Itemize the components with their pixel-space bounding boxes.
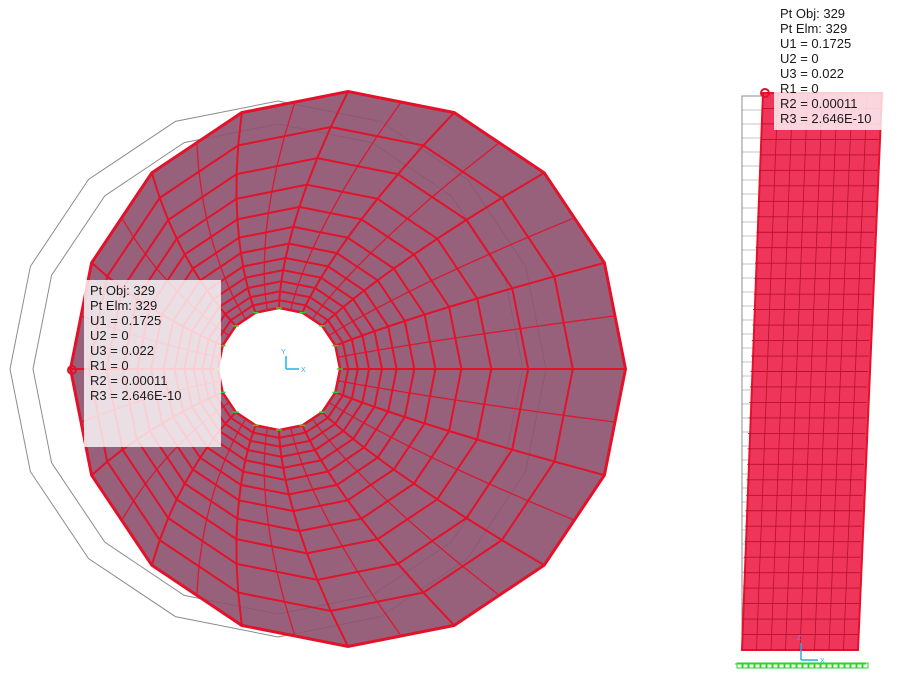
tooltip-r1: R1 = 0 [90, 358, 129, 373]
support-symbol [736, 662, 743, 669]
tooltip-pt-obj: Pt Obj: 329 [90, 283, 156, 298]
support-symbol [748, 662, 755, 669]
support-symbol [772, 662, 779, 669]
plan-view-deformed-shape[interactable]: YX [9, 89, 628, 649]
support-symbol [796, 662, 803, 669]
selected-joint-marker [760, 88, 770, 98]
tooltip-u2: U2 = 0 [780, 51, 819, 66]
support-symbol [742, 662, 749, 669]
axis-z-label: Z [797, 635, 802, 642]
support-symbol [802, 662, 809, 669]
shaft-vertical-line [770, 92, 794, 651]
tooltip-u3: U3 = 0.022 [90, 343, 154, 358]
tooltip-u2: U2 = 0 [90, 328, 129, 343]
deformed-rings [68, 89, 628, 649]
tooltip-pt-elm: Pt Elm: 329 [780, 21, 848, 36]
tooltip-pt-obj: Pt Obj: 329 [780, 6, 846, 21]
support-symbol [814, 662, 821, 669]
support-symbol [856, 662, 863, 669]
deformed-ring [105, 157, 530, 581]
deformed-ring [68, 89, 628, 649]
support-symbol [844, 662, 851, 669]
deformed-ring [121, 183, 493, 555]
tooltip-u3: U3 = 0.022 [780, 66, 844, 81]
plan-axes-icon: YX [281, 349, 306, 374]
shaft-vertical-line [828, 92, 853, 651]
support-symbol [850, 662, 857, 669]
selected-joint-marker [67, 365, 77, 375]
support-symbol [862, 662, 869, 669]
shaft-vertical-line [785, 92, 809, 651]
elevation-joint-tooltip: Pt Obj: 329 Pt Elm: 329 U1 = 0.1725 U2 =… [774, 3, 896, 130]
tooltip-u1: U1 = 0.1725 [90, 313, 162, 328]
shaft-vertical-line [814, 92, 838, 651]
tooltip-u1: U1 = 0.1725 [780, 36, 852, 51]
support-symbol [790, 662, 797, 669]
support-symbol [832, 662, 839, 669]
shaft-vertical-line [843, 92, 868, 651]
support-symbol [754, 662, 761, 669]
elevation-axes-icon: ZX [797, 635, 825, 665]
tooltip-r3: R3 = 2.646E-10 [90, 388, 182, 403]
axis-y-label: Y [281, 349, 286, 356]
base-supports [735, 662, 869, 669]
tooltip-r3: R3 = 2.646E-10 [780, 111, 872, 126]
axis-x-label: X [301, 367, 306, 374]
support-symbol [820, 662, 827, 669]
plan-joint-tooltip: Pt Obj: 329 Pt Elm: 329 U1 = 0.1725 U2 =… [84, 280, 221, 447]
tooltip-pt-elm: Pt Elm: 329 [90, 298, 158, 313]
support-symbol [766, 662, 773, 669]
support-symbol [838, 662, 845, 669]
support-symbol [760, 662, 767, 669]
tooltip-r2: R2 = 0.00011 [90, 373, 168, 388]
support-symbol [778, 662, 785, 669]
support-symbol [808, 662, 815, 669]
shaft-vertical-line [799, 92, 823, 651]
support-symbol [826, 662, 833, 669]
shaft-vertical-line [756, 92, 779, 651]
deformed-ring [87, 125, 574, 613]
tooltip-r2: R2 = 0.00011 [780, 96, 858, 111]
elevation-view-deformed-shape[interactable]: ZX [735, 88, 884, 669]
support-symbol [784, 662, 791, 669]
tooltip-r1: R1 = 0 [780, 81, 819, 96]
axis-x-label: X [820, 658, 825, 665]
